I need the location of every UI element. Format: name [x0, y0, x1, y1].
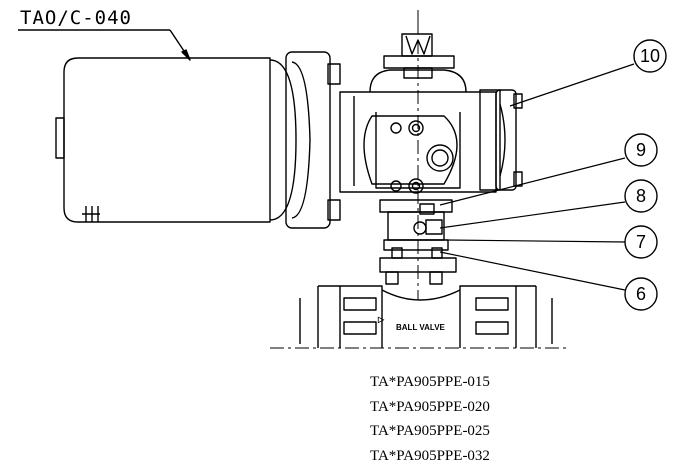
callout-9: 9	[439, 133, 658, 206]
model-number: TA*PA905PPE-025	[370, 423, 490, 439]
callout-6: 6	[439, 251, 658, 311]
callout-leader-9	[439, 157, 626, 206]
gear-box	[339, 40, 497, 300]
actuator-label: TAO/C-040	[20, 7, 132, 29]
callout-leader-10	[509, 63, 635, 107]
model-number: TA*PA905PPE-032	[370, 447, 490, 464]
callout-number-7: 7	[636, 232, 646, 252]
valve-direction-mark: ▷	[377, 315, 385, 324]
model-number: TA*PA905PPE-020	[370, 398, 490, 415]
valve-body: BALL VALVE ▷	[270, 257, 570, 349]
actuator-label-group: TAO/C-040	[18, 7, 191, 61]
motor-housing	[55, 57, 271, 223]
callout-number-9: 9	[636, 140, 646, 160]
callout-10: 10	[509, 39, 667, 107]
callout-number-8: 8	[636, 186, 646, 206]
callout-leader-7	[445, 239, 626, 243]
callout-7: 7	[445, 225, 658, 259]
top-indicator	[383, 10, 455, 79]
bracket-coupling	[379, 199, 453, 259]
callout-8: 8	[439, 179, 658, 229]
callout-leader-6	[439, 251, 626, 291]
callout-number-6: 6	[636, 284, 646, 304]
motor-flange	[269, 51, 341, 229]
model-number-list: TA*PA905PPE-015 TA*PA905PPE-020 TA*PA905…	[370, 370, 530, 468]
ball-valve-text: BALL VALVE	[396, 323, 446, 332]
callout-leader-8	[439, 201, 626, 229]
model-number: TA*PA905PPE-015	[370, 374, 490, 390]
right-flange	[479, 89, 523, 191]
callout-number-10: 10	[640, 46, 660, 66]
